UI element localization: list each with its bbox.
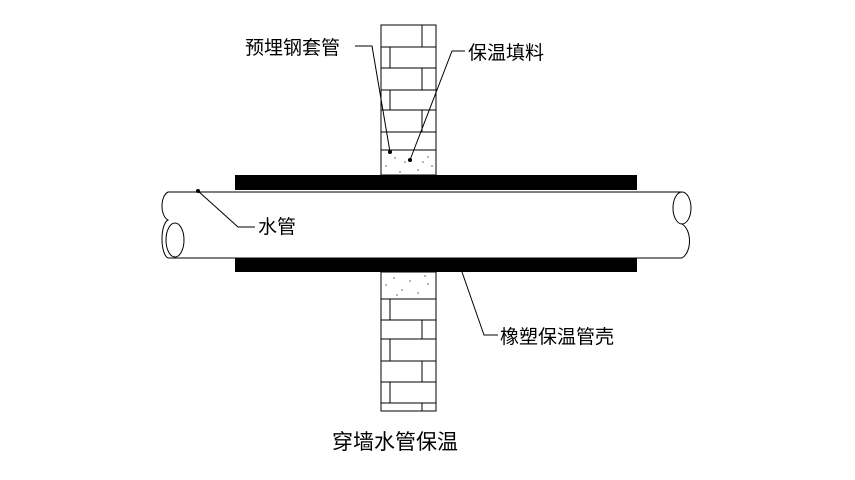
leader-filler xyxy=(408,50,465,162)
leader-pipe xyxy=(196,189,255,228)
diagram-title: 穿墙水管保温 xyxy=(332,430,458,454)
label-pipe: 水管 xyxy=(258,216,296,238)
leader-sleeve xyxy=(355,45,392,154)
leader-insulation xyxy=(461,271,498,336)
label-sleeve: 预埋钢套管 xyxy=(245,37,340,59)
insulation-shell-top xyxy=(235,175,637,190)
filler-upper xyxy=(385,156,433,173)
label-insulation-shell: 橡塑保温管壳 xyxy=(500,326,614,348)
label-filler: 保温填料 xyxy=(468,42,544,64)
insulation-shell-bottom xyxy=(235,257,637,272)
filler-lower xyxy=(385,275,429,296)
water-pipe xyxy=(161,191,692,259)
wall-lower xyxy=(380,271,437,412)
